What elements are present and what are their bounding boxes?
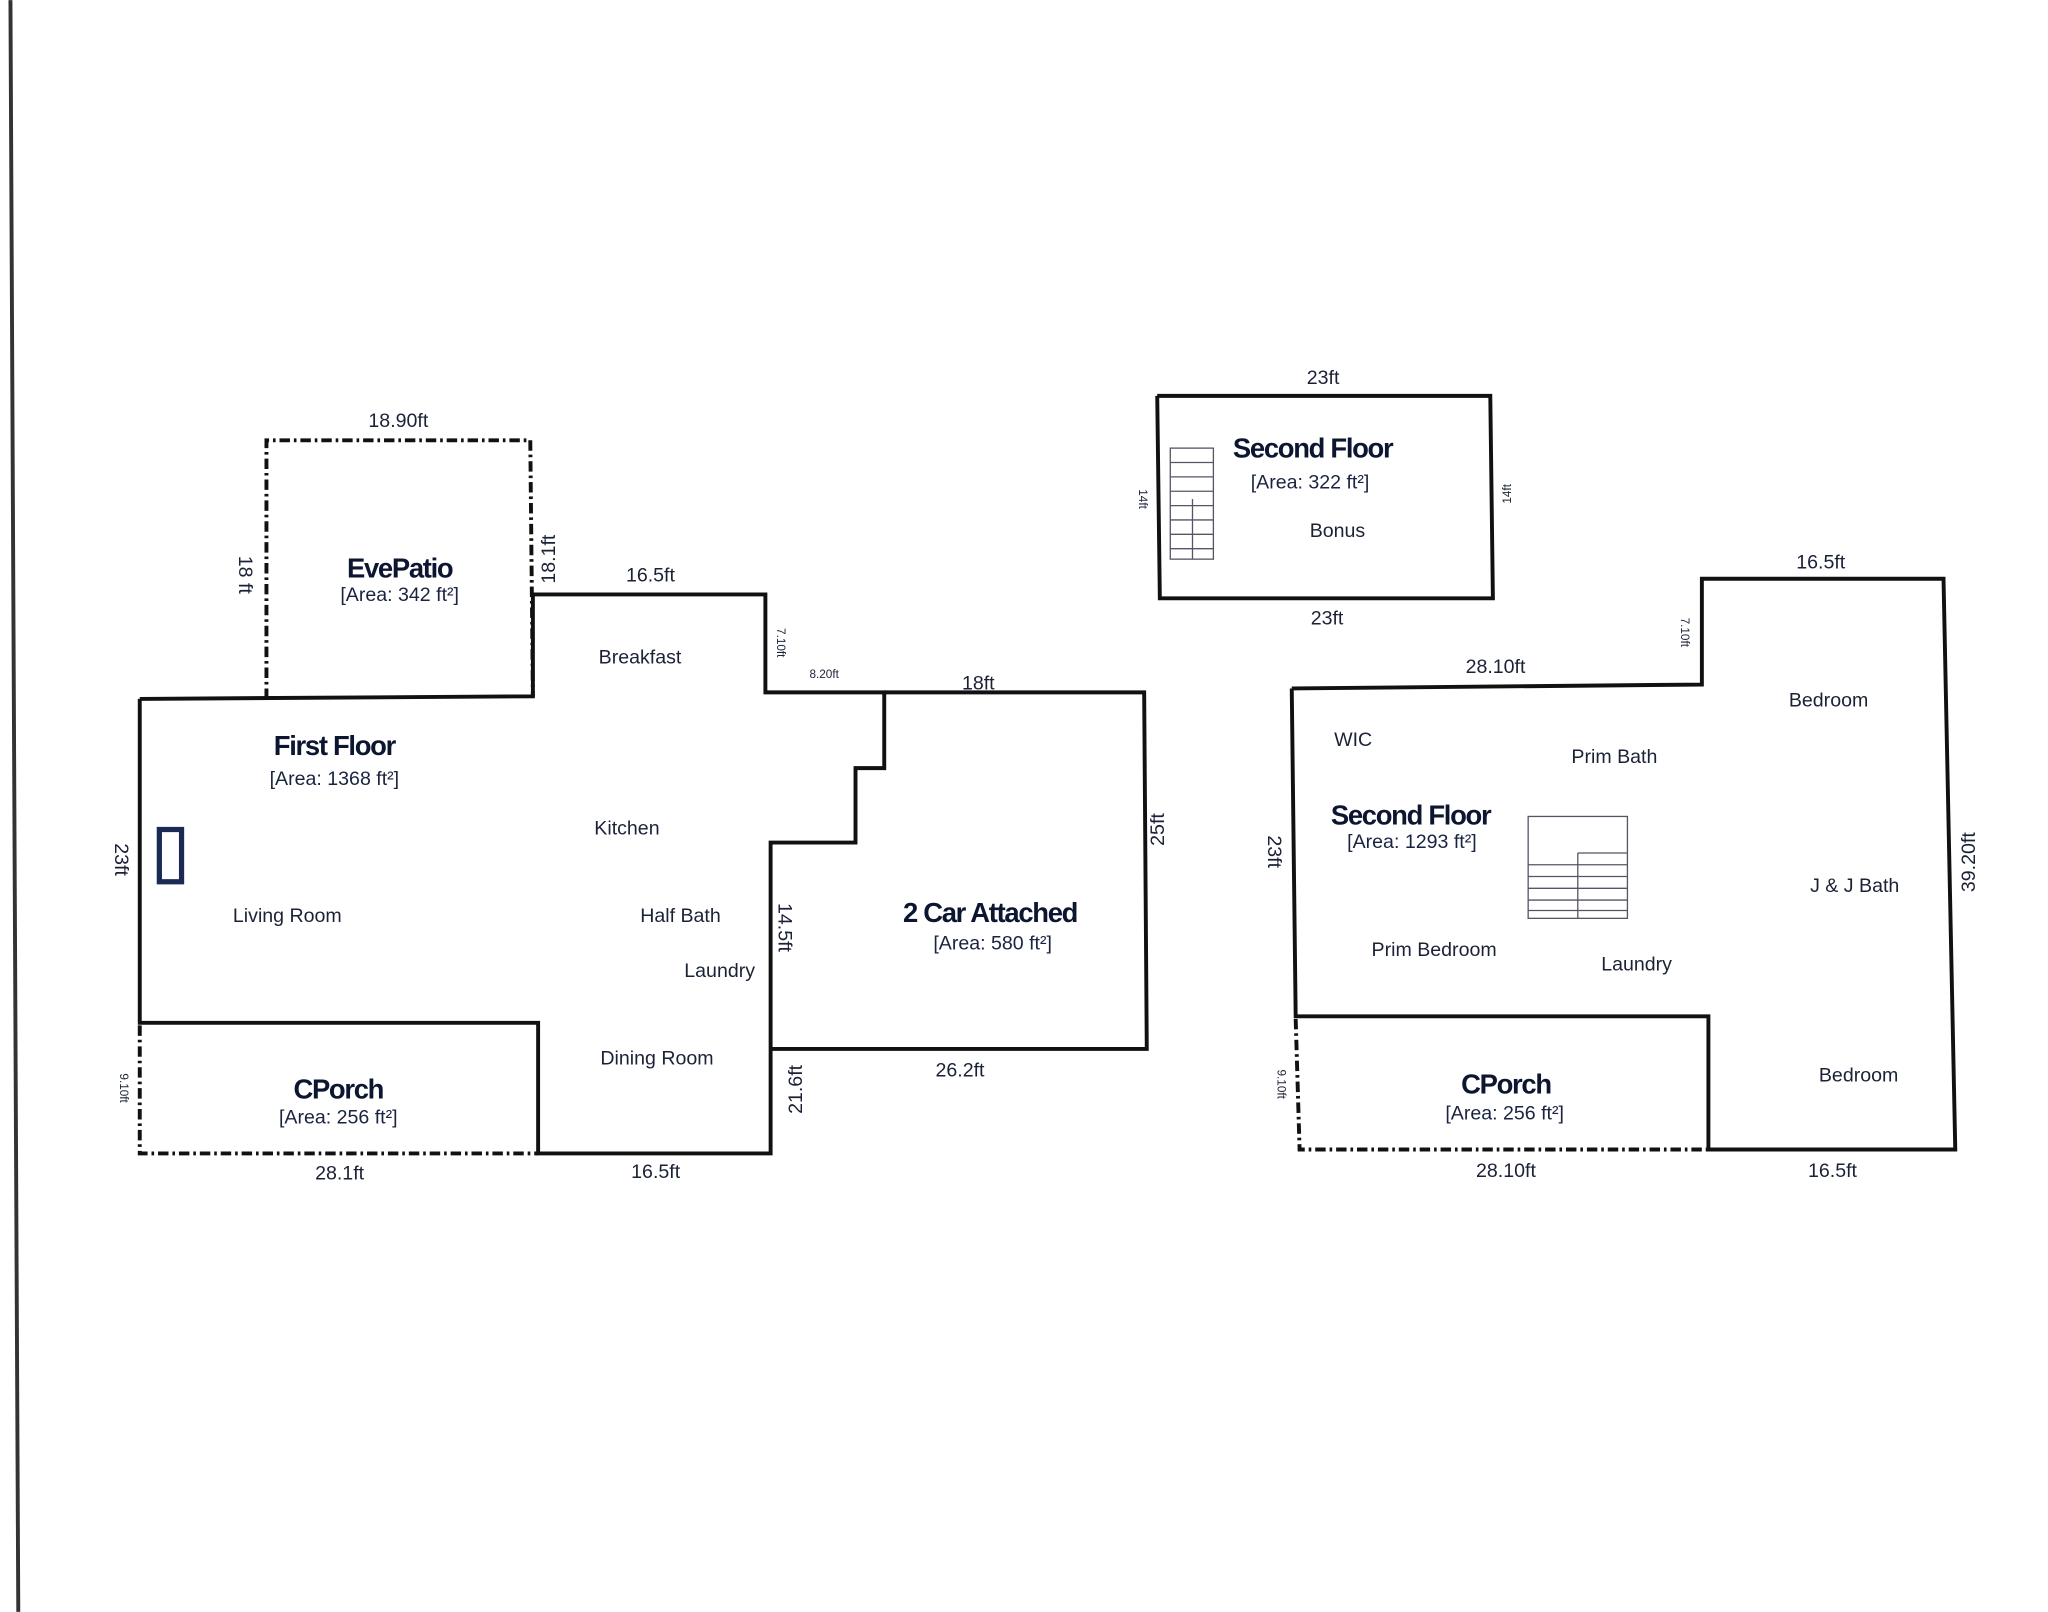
second-floor-top-left-dim: 28.10ft [1466,656,1526,678]
garage-right-dim: 25ft [1147,813,1169,846]
garage-area: [Area: 580 ft²] [933,933,1052,955]
bonus-area: [Area: 322 ft²] [1251,472,1370,494]
second-floor-top-right-dim: 16.5ft [1796,551,1846,573]
first-floor-step2-dim: 8.20ft [809,668,839,681]
porch2-bottom-dim: 28.10ft [1476,1160,1536,1182]
garage-title: 2 Car Attached [903,897,1077,928]
garage-bottom-dim: 26.2ft [936,1059,986,1081]
porch-outline-1 [137,1025,539,1156]
first-floor-step1-dim: 7.10ft [774,628,787,658]
eve-patio-title: EvePatio [347,552,453,583]
porch2-area: [Area: 256 ft²] [1445,1102,1564,1124]
room-kitchen: Kitchen [594,818,659,840]
second-floor-right-dim: 39.20ft [1958,832,1980,892]
garage-top-dim: 18ft [962,673,995,695]
bonus-outline [1155,393,1495,601]
page-edge [8,0,21,1612]
porch-outline-2 [1293,1018,1709,1152]
stairs-icon [1527,815,1629,919]
bonus-bottom-dim: 23ft [1311,607,1344,629]
first-floor-bottom-dining-dim: 16.5ft [631,1161,681,1183]
porch1-title: CPorch [293,1074,383,1105]
room-prim-bath: Prim Bath [1571,746,1657,768]
porch1-left-dim: 9.10ft [117,1073,130,1103]
porch2-left-dim: 9.10ft [1274,1070,1287,1100]
first-floor-bottom-porch-dim: 28.1ft [315,1163,365,1185]
room-prim-bedroom: Prim Bedroom [1372,939,1497,961]
first-floor-laundry-dim: 14.5ft [773,903,795,953]
first-floor-dining-dim: 21.6ft [785,1064,807,1114]
first-floor-area: [Area: 1368 ft²] [270,768,400,790]
bonus-right-dim: 14ft [1501,483,1514,503]
first-floor-left-dim: 23ft [110,843,132,876]
room-laundry: Laundry [684,960,755,982]
bonus-title: Second Floor [1233,432,1394,463]
bonus-top-dim: 23ft [1307,367,1340,389]
room-bonus: Bonus [1310,520,1366,542]
room-bedroom-1: Bedroom [1789,690,1868,712]
room-living: Living Room [233,905,342,927]
room-jj-bath: J & J Bath [1810,875,1899,897]
garage-outline [770,690,1149,1051]
second-floor-area: [Area: 1293 ft²] [1347,831,1477,853]
second-floor-title: Second Floor [1331,799,1492,830]
bonus-left-dim: 14ft [1136,489,1149,509]
room-laundry-2: Laundry [1601,954,1672,976]
first-floor-title: First Floor [274,730,397,761]
eve-patio-top-dim: 18.90ft [368,410,428,432]
eve-patio-right-dim: 18.1ft [538,534,560,584]
eve-patio-outline [264,438,535,699]
second-floor-bottom-right-dim: 16.5ft [1808,1160,1858,1182]
room-wic: WIC [1334,729,1372,751]
room-dining: Dining Room [600,1048,713,1070]
eve-patio-area: [Area: 342 ft²] [340,584,459,606]
fireplace-icon [156,826,185,885]
porch1-area: [Area: 256 ft²] [279,1106,398,1128]
first-floor-outline [137,592,887,1156]
second-floor-step-dim: 7.10ft [1678,618,1691,648]
room-half-bath: Half Bath [640,905,721,927]
second-floor-outline [1289,576,1958,1152]
first-floor-kitchen-top-dim: 16.5ft [626,564,676,586]
room-bedroom-2: Bedroom [1819,1065,1898,1087]
room-breakfast: Breakfast [599,647,682,669]
porch2-title: CPorch [1461,1068,1551,1099]
second-floor-left-dim: 23ft [1263,835,1285,868]
stairs-icon [1169,447,1215,560]
eve-patio-left-dim: 18 ft [234,556,256,595]
